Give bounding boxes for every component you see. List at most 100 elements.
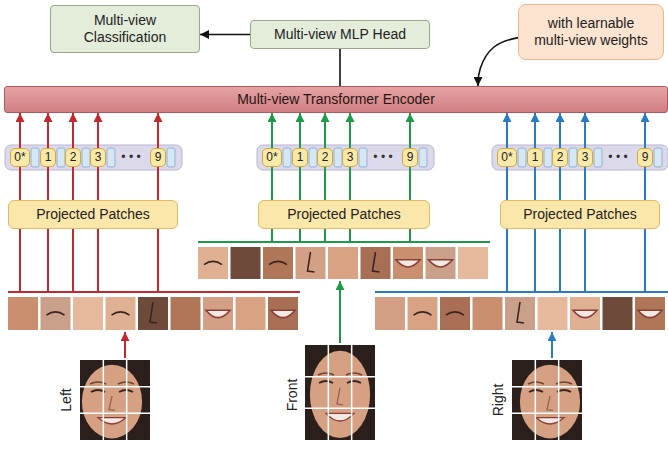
embedding-bar [654, 148, 662, 167]
image-patch [231, 247, 261, 279]
grid-line [512, 413, 582, 415]
position-token: 2 [552, 148, 568, 167]
nose [109, 396, 115, 410]
brow [318, 373, 334, 375]
brow [346, 373, 362, 375]
view-name: Left [58, 386, 74, 413]
photo-ground [80, 360, 150, 440]
face-feature [47, 312, 65, 315]
face-feature [573, 310, 597, 317]
projection-box: Projected Patches [258, 200, 430, 229]
embedding-bar [419, 148, 427, 167]
position-token: 1 [292, 148, 308, 167]
face-skin [82, 365, 142, 439]
embedding-bar [82, 148, 90, 167]
embedding-bar [359, 148, 367, 167]
grid-line [103, 360, 105, 440]
nose [337, 388, 343, 405]
embedding-bar [107, 148, 115, 167]
connector [339, 49, 341, 86]
node-text: Multi-view Transformer Encoder [15, 91, 657, 108]
face-photo [305, 345, 375, 440]
face-feature [414, 312, 432, 315]
image-patch [263, 247, 293, 279]
embedding-bar [167, 148, 175, 167]
mouth [536, 418, 564, 424]
view-arrow [339, 281, 341, 343]
image-patch [458, 247, 488, 279]
strip-rail [8, 291, 300, 293]
embedding-bar [334, 148, 342, 167]
image-patch [41, 297, 71, 330]
grid-line [80, 386, 150, 388]
image-patch [296, 247, 326, 279]
position-token: 3 [342, 148, 358, 167]
position-token: 9 [150, 148, 166, 167]
eye [347, 381, 361, 383]
photo-ground [512, 360, 582, 440]
grid-line [305, 376, 375, 378]
position-token: 3 [90, 148, 106, 167]
face-feature [204, 261, 222, 264]
image-patch [393, 247, 423, 279]
strip-rail [375, 291, 668, 293]
image-patch [361, 247, 391, 279]
head-box: Multi-view MLP Head [250, 20, 430, 49]
mouth [98, 418, 126, 424]
position-token: 3 [577, 148, 593, 167]
image-patch [635, 297, 665, 330]
view-name: Right [490, 382, 506, 419]
position-token: 0* [497, 148, 517, 167]
embedding-bar [283, 148, 291, 167]
position-token: 2 [317, 148, 333, 167]
position-token: 0* [262, 148, 282, 167]
patch-arrow [559, 229, 561, 292]
position-token: 9 [402, 148, 418, 167]
face-feature [150, 302, 157, 323]
token-band [257, 145, 434, 170]
face-skin [310, 351, 370, 438]
position-token: • • • [603, 148, 633, 167]
photo-ground [305, 345, 375, 440]
node-text: with learnable multi-view weights [529, 15, 653, 49]
eye [319, 381, 333, 383]
token-band [492, 145, 668, 170]
embedding-bar [594, 148, 602, 167]
projection-box: Projected Patches [500, 200, 660, 229]
face-feature [271, 310, 295, 317]
position-token: 9 [637, 148, 653, 167]
embedding-bar [309, 148, 317, 167]
view-arrow [124, 332, 126, 358]
nose [547, 396, 553, 410]
grid-line [512, 386, 582, 388]
view-arrow [551, 332, 553, 358]
embedding-bar [544, 148, 552, 167]
image-patch [570, 297, 600, 330]
note-box: with learnable multi-view weights [518, 4, 664, 60]
face-feature [396, 260, 420, 267]
projection-box: Projected Patches [8, 200, 178, 229]
embedding-bar [31, 148, 39, 167]
image-patch [505, 297, 535, 330]
grid-line [351, 345, 353, 440]
node-text: Multi-view MLP Head [261, 26, 419, 43]
position-token: 1 [527, 148, 543, 167]
image-patch [203, 297, 233, 330]
node-text: Projected Patches [267, 206, 421, 223]
position-token: 1 [40, 148, 56, 167]
connector [200, 34, 250, 36]
image-patch [106, 297, 136, 330]
image-patch [375, 297, 405, 330]
embedding-bar [569, 148, 577, 167]
embedding-bar [518, 148, 526, 167]
node-text: Projected Patches [509, 206, 651, 223]
position-token: 0* [10, 148, 30, 167]
mouth [326, 413, 354, 421]
face-feature [206, 310, 230, 317]
grid-line [305, 408, 375, 410]
grid-line [535, 360, 537, 440]
face-feature [638, 310, 662, 317]
face-photo [512, 360, 582, 440]
output-box: Multi-view Classification [50, 5, 200, 53]
